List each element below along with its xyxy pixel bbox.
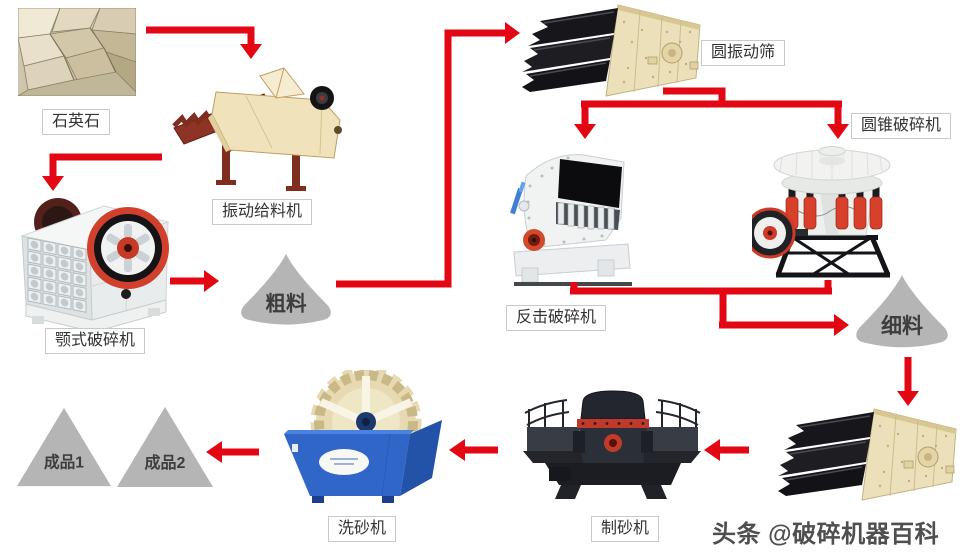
coarse-material-label: 粗料 (265, 292, 307, 316)
vibrating-screen-top-image (521, 4, 701, 97)
cone-crusher-wheel (752, 207, 796, 259)
vibrating-feeder-image (172, 67, 342, 191)
vibrating-feeder-label: 振动给料机 (212, 199, 313, 225)
impact-crusher-opening (558, 159, 622, 208)
impact-crusher-label: 反击破碎机 (506, 305, 607, 331)
product-2-label: 成品2 (145, 453, 186, 472)
sand-washer-image (284, 370, 442, 503)
arrow-screen-split (574, 87, 849, 139)
impact-crusher-image (510, 154, 632, 286)
vibrating-screen-label: 圆振动筛 (701, 40, 786, 66)
watermark-text: 头条 @破碎机器百科 (712, 521, 940, 548)
cone-crusher-image (752, 146, 891, 278)
quartz-label: 石英石 (42, 109, 111, 135)
jaw-flywheel (87, 207, 169, 289)
washer-tank (284, 420, 442, 503)
arrow-fine-to-screen-bottom (897, 357, 919, 406)
cone-crusher-label: 圆锥破碎机 (851, 113, 952, 139)
arrow-rocks-to-feeder (146, 26, 262, 59)
jaw-crusher-image (20, 198, 170, 333)
jaw-crusher-label: 颚式破碎机 (45, 328, 146, 354)
coarse-material-pile: 粗料 (241, 253, 331, 325)
sand-maker-image (523, 390, 701, 499)
product-2-pile: 成品2 (117, 407, 213, 487)
quartz-rocks-photo (18, 8, 136, 96)
product-1-pile: 成品1 (16, 407, 112, 487)
arrow-jaw-crusher-to-coarse (170, 270, 219, 292)
sand-maker-label: 制砂机 (591, 516, 660, 542)
sand-washer-label: 洗砂机 (328, 516, 397, 542)
fine-material-label: 细料 (881, 314, 923, 338)
feeder-body (208, 67, 342, 159)
sand-maker-rotor (573, 390, 653, 463)
product-1-label: 成品1 (44, 453, 84, 472)
vibrating-screen-bottom-image (777, 408, 957, 501)
fine-material-pile: 细料 (856, 275, 948, 348)
arrow-sand-maker-to-washer (449, 439, 498, 461)
impact-crusher-fins (557, 202, 615, 230)
arrow-screen-bottom-to-sand-maker (704, 439, 749, 461)
